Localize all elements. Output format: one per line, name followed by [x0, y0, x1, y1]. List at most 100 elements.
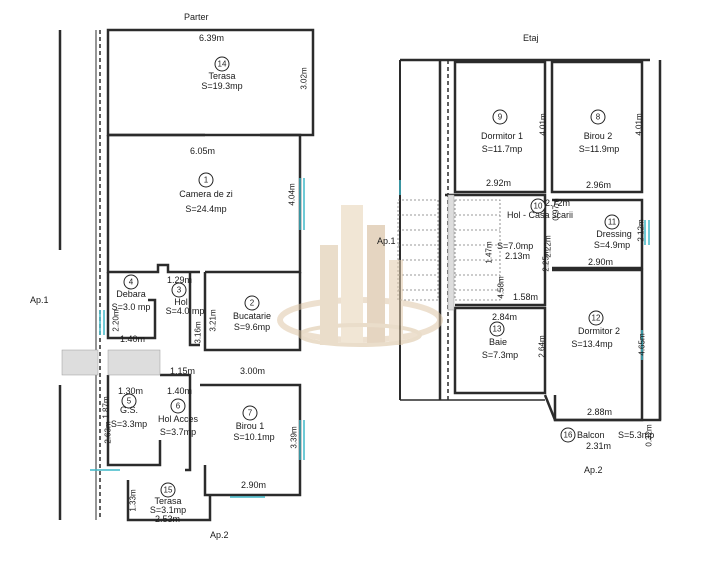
- dimension-label: 4.01m: [538, 113, 548, 136]
- dimension-label: 1.30m: [118, 386, 144, 396]
- dimension-label: 0.97m: [551, 198, 561, 221]
- hol-scari-wall: [445, 193, 547, 307]
- room-name: Balcon: [577, 430, 605, 440]
- room-number: 8: [590, 109, 606, 125]
- watermark-logo: [277, 205, 443, 347]
- room-number: 5: [121, 393, 137, 409]
- dimension-label: 6.05m: [190, 146, 216, 156]
- dimension-label: 2.31m: [586, 441, 612, 451]
- dimension-label: 0.32m: [644, 424, 654, 447]
- ap1-left-label: Ap.1: [30, 295, 49, 305]
- dimension-label: 1.29m: [167, 275, 193, 285]
- room-number: 4: [123, 274, 139, 290]
- dimension-label: 2.84m: [492, 312, 518, 322]
- hol-wall: [188, 272, 200, 347]
- room-number: 14: [214, 56, 230, 72]
- room-name: Terasa: [154, 496, 182, 506]
- dimension-label: 1.15m: [170, 366, 196, 376]
- birou1-wall: [200, 383, 302, 497]
- dimension-label: 3.00m: [240, 366, 266, 376]
- room-area: S=4.0 mp: [165, 306, 205, 316]
- dimension-label: 4.65m: [637, 333, 647, 356]
- room-area: S=24.4mp: [185, 204, 227, 214]
- room-area: S=3.7mp: [159, 427, 197, 437]
- room-area: S=11.7mp: [481, 144, 523, 154]
- birou2-wall: [550, 60, 644, 194]
- room-area: S=10.1mp: [233, 432, 275, 442]
- ground-floor-title: Parter: [184, 12, 209, 22]
- room-area: S=5.3mp: [618, 430, 655, 440]
- room-name: Hol: [174, 297, 188, 307]
- dimension-label: 2.64m: [537, 335, 547, 358]
- room-name: Hol Acces: [157, 414, 199, 424]
- room-name: Birou 2: [583, 131, 613, 141]
- room-area: S=3.1mp: [149, 505, 187, 515]
- terasa-bottom-wall: [126, 480, 212, 522]
- dimension-label: 1.40m: [167, 386, 193, 396]
- dimension-label: 1.33m: [128, 489, 138, 512]
- dimension-label: 2.53m: [155, 514, 181, 524]
- room-area: S=11.9mp: [578, 144, 620, 154]
- room-number: 2: [244, 295, 260, 311]
- dimension-label: 2.20m: [111, 309, 121, 332]
- room-area: S=9.6mp: [233, 322, 271, 332]
- dimension-label: 2.90m: [241, 480, 267, 490]
- dimension-label: 2.90m: [588, 257, 614, 267]
- debara-wall: [106, 272, 157, 340]
- dormitor1-wall: [453, 60, 547, 194]
- room-number: 9: [492, 109, 508, 125]
- room-number: 11: [604, 214, 620, 230]
- room-name: Debara: [116, 289, 146, 299]
- dimension-label: 3.21m: [208, 309, 218, 332]
- room-name: G.S.: [119, 405, 139, 415]
- room-name: Baie: [488, 337, 508, 347]
- dimension-label: 1.87m: [101, 396, 111, 419]
- room-area: S=7.0mp: [497, 241, 534, 251]
- dimension-label: 3.16m: [193, 321, 203, 344]
- room-name: Birou 1: [235, 421, 265, 431]
- dimension-label: 2.96m: [586, 180, 612, 190]
- room-name: Terasa: [208, 71, 236, 81]
- room-name: Bucatarie: [232, 311, 272, 321]
- upper-floor-title: Etaj: [523, 33, 539, 43]
- room-area: S=3.0 mp: [111, 302, 151, 312]
- dimension-label: 2.88m: [587, 407, 613, 417]
- ap1-mid-label: Ap.1: [377, 236, 396, 246]
- baie-wall: [453, 306, 547, 395]
- dimension-label: 6.39m: [199, 33, 225, 43]
- dimension-label: 4.01m: [634, 113, 644, 136]
- room-number: 12: [588, 310, 604, 326]
- room-number: 13: [489, 321, 505, 337]
- dimension-label: 2.92m: [486, 178, 512, 188]
- bucatarie-wall: [203, 272, 302, 352]
- room-area: S=4.9mp: [593, 240, 631, 250]
- dimension-label: 4.58m: [496, 276, 506, 299]
- room-number: 3: [171, 282, 187, 298]
- room-name: Dressing: [596, 229, 632, 239]
- dimension-label: 2.12m: [636, 219, 646, 242]
- room-name: Dormitor 2: [577, 326, 621, 336]
- room-name: Dormitor 1: [480, 131, 524, 141]
- dimension-label: 4.04m: [287, 183, 297, 206]
- terasa-top-wall: [106, 28, 315, 137]
- room-number: 16: [560, 427, 576, 443]
- dimension-label: 2.72m: [545, 198, 571, 208]
- dimension-label: 3.39m: [289, 426, 299, 449]
- dimension-label: 1.47m: [484, 241, 494, 264]
- dimension-label: 2.25m: [541, 249, 551, 272]
- dimension-label: 1.40m: [120, 334, 146, 344]
- room-area: S=7.3mp: [481, 350, 519, 360]
- room-name: Camera de zi: [179, 189, 233, 199]
- dimension-label: 2.63m: [103, 421, 113, 444]
- holacces-wall: [160, 373, 192, 472]
- dimension-label: 2.13m: [505, 251, 531, 261]
- room-number: 15: [160, 482, 176, 498]
- room-area: S=19.3mp: [201, 81, 243, 91]
- room-number: 1: [198, 172, 214, 188]
- gs-wall: [106, 375, 162, 467]
- dressing-wall: [552, 198, 644, 270]
- room-area: S=13.4mp: [571, 339, 613, 349]
- room-number: 10: [530, 198, 546, 214]
- room-name: Hol - Casa scarii: [507, 210, 574, 220]
